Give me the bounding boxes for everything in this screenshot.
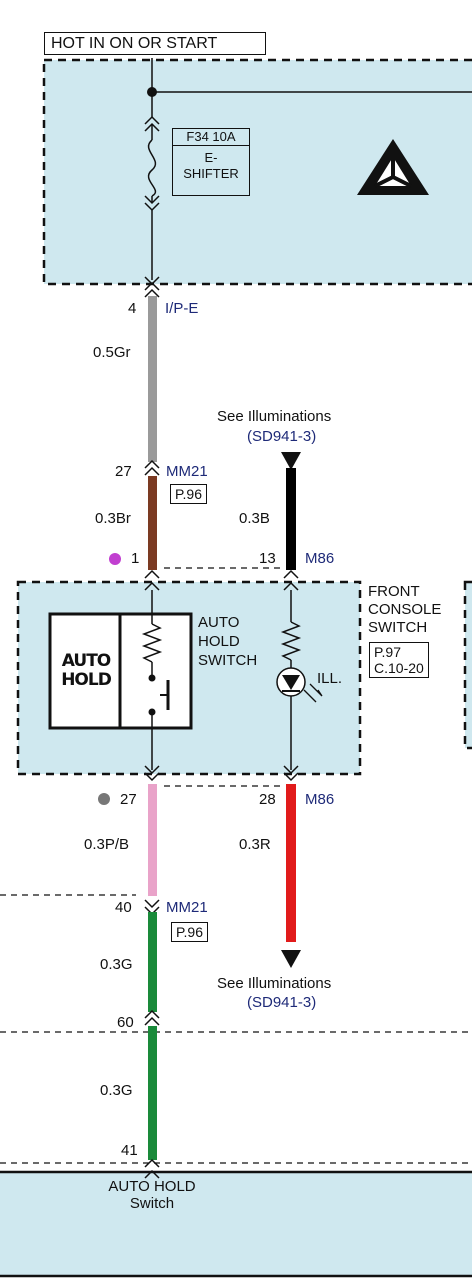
console-ref-box: P.97 C.10-20 [369,642,429,678]
page-reference: P.96 [170,484,207,504]
pin-dot-magenta [109,553,121,565]
switch-name-3: SWITCH [198,652,258,669]
console-ref-page: P.97 [374,644,401,660]
module-name: AUTO HOLD Switch [97,1178,207,1212]
console-name-1: FRONT [368,583,420,600]
switch-name-2: HOLD [198,633,240,650]
wire-spec: 0.3B [239,510,270,527]
pin-number: 13 [259,550,276,567]
auto-hold-button-label: AUTO HOLD [56,652,116,690]
wire-0.3R [286,784,296,942]
power-source-label: HOT IN ON OR START [44,32,266,55]
module-name-1: AUTO HOLD [108,1178,196,1195]
wire-0.3G-upper [148,912,157,1012]
illumination-arrow-down-icon [281,452,301,470]
wire-0.3B [286,468,296,570]
console-name-3: SWITCH [368,619,428,636]
connector-name: I/P-E [165,300,199,317]
wire-0.5Gr [148,296,157,462]
illum-bottom-line2: (SD941-3) [247,994,317,1011]
fuse-desc-1: E- [204,150,218,165]
console-name-2: CONSOLE [368,601,442,618]
illum-resistor-icon [280,621,302,661]
wire-spec: 0.3R [239,836,271,853]
pin-number: 40 [115,899,132,916]
wire-spec: 0.3Br [95,510,131,527]
connector-name: M86 [305,550,335,567]
pin-number: 4 [128,300,137,317]
wire-0.3Br [148,476,157,570]
console-ref-conn: C.10-20 [374,660,424,676]
fuse-icon [147,139,157,197]
pin-number: 60 [117,1014,134,1031]
pin-number: 1 [131,550,140,567]
connector-name: M86 [305,791,335,808]
illum-top-line2: (SD941-3) [247,428,317,445]
wire-spec: 0.3G [100,956,133,973]
wire-spec: 0.3P/B [84,836,130,853]
connector-name: MM21 [166,463,208,480]
button-line-2: HOLD [61,670,112,690]
illum-bottom-line1: See Illuminations [217,975,332,992]
pin-dot-gray [98,793,110,805]
wire-spec: 0.3G [100,1082,133,1099]
fuse-rating: F34 10A [173,129,249,146]
pin-number: 27 [115,463,132,480]
fuse-desc-2: SHIFTER [183,166,239,181]
page-reference: P.96 [171,922,208,942]
wire-0.3P/B [148,784,157,896]
module-name-2: Switch [129,1195,175,1212]
pin-number: 41 [121,1142,138,1159]
connector-name: MM21 [166,899,208,916]
illum-top-line1: See Illuminations [217,408,332,425]
wire-spec: 0.5Gr [93,344,131,361]
button-line-1: AUTO [61,651,112,671]
switch-name-1: AUTO [198,614,240,631]
illumination-label: ILL. [317,670,343,687]
pin-number: 27 [120,791,137,808]
auto-hold-switch-module [0,1170,472,1278]
pin-number: 28 [259,791,276,808]
wire-0.3G-lower [148,1026,157,1160]
fuse-label-box: F34 10A E- SHIFTER [172,128,250,196]
triangular-brand-logo-icon [357,139,429,195]
illumination-arrow-down-bottom-icon [281,950,301,968]
resistor-icon [141,623,163,663]
